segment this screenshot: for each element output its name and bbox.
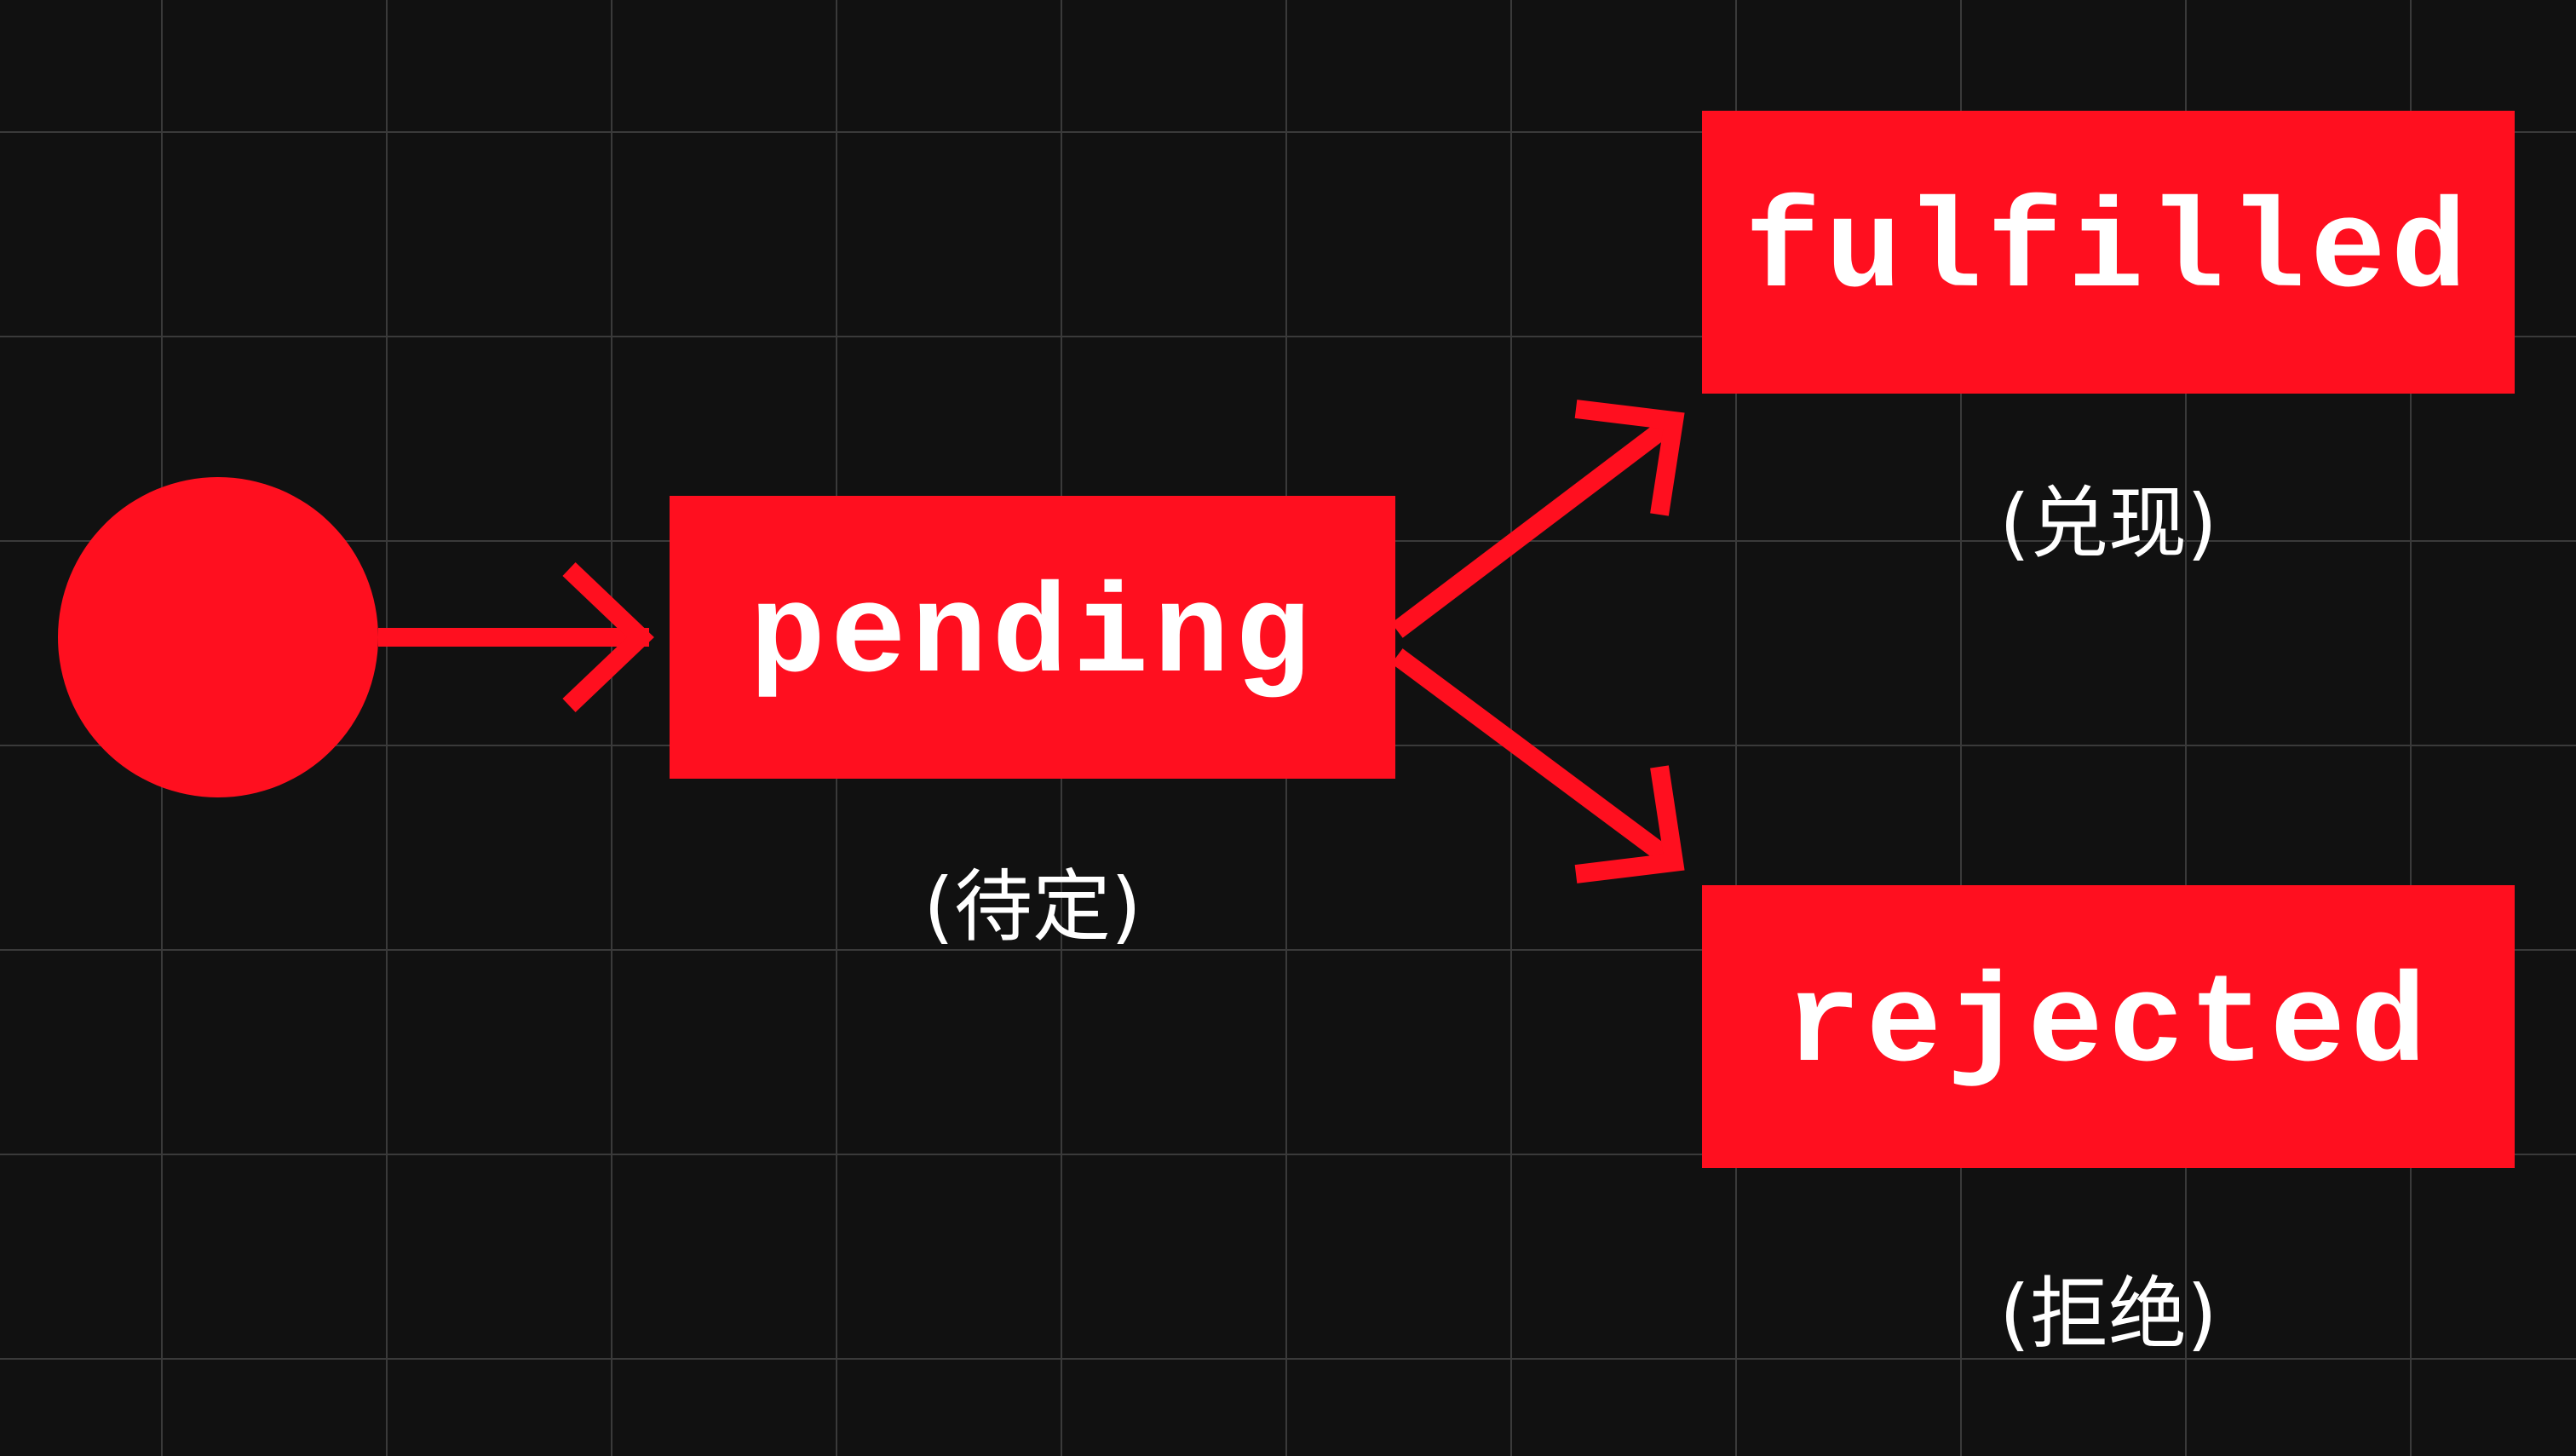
state-pending-box: pending xyxy=(670,496,1395,779)
state-rejected-caption: (拒绝) xyxy=(1999,1269,2217,1360)
state-fulfilled-box: fulfilled xyxy=(1702,111,2515,394)
state-rejected-box: rejected xyxy=(1702,885,2515,1168)
initial-state-circle xyxy=(58,477,378,797)
state-pending-label: pending xyxy=(750,566,1315,709)
state-fulfilled-caption: (兑现) xyxy=(1999,478,2217,569)
state-rejected-label: rejected xyxy=(1785,955,2432,1098)
state-fulfilled-label: fulfilled xyxy=(1745,181,2472,324)
state-pending-caption: (待定) xyxy=(923,861,1141,952)
